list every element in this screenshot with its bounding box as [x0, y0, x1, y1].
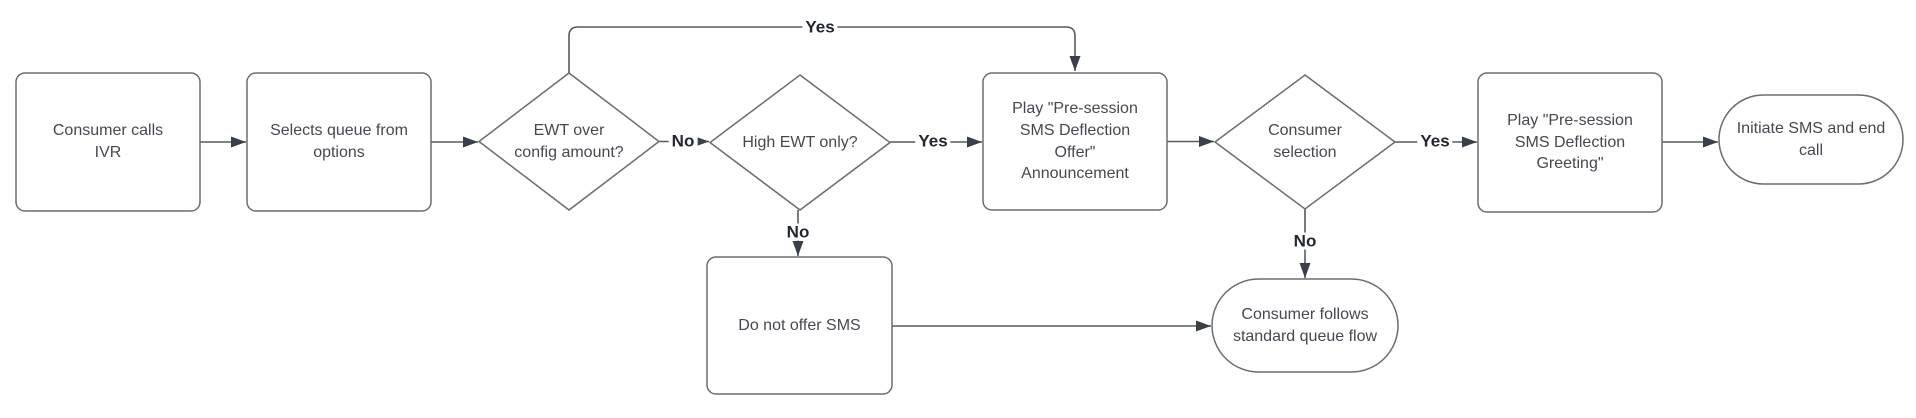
shape-play-offer-announcement [982, 72, 1168, 211]
node-initiate-sms-end-call-label: Initiate SMS and end call [1736, 119, 1886, 159]
node-play-offer-announcement: Play "Pre-session SMS Deflection Offer" … [983, 73, 1167, 210]
edge-label-high-ewt-no: No [783, 223, 813, 241]
node-initiate-sms-end-call: Initiate SMS and end call [1719, 95, 1903, 184]
shape-selects-queue [246, 72, 432, 212]
node-consumer-selection-label: Consumer selection [1268, 122, 1342, 161]
edge-label-selection-yes: Yes [1417, 132, 1453, 150]
node-selects-queue: Selects queue from options [247, 73, 431, 211]
edge-label-ewt-no: No [668, 132, 698, 150]
node-consumer-selection: Consumer selection [1215, 75, 1395, 209]
shape-do-not-offer-sms [706, 256, 893, 395]
node-high-ewt-only-label: High EWT only? [742, 133, 858, 151]
node-standard-queue-flow-label: Consumer follows standard queue flow [1232, 305, 1378, 345]
shape-standard-queue-stadium [1211, 278, 1399, 373]
shape-play-greeting [1477, 72, 1663, 213]
edge-label-high-ewt-yes: Yes [915, 132, 951, 150]
node-do-not-offer-sms: Do not offer SMS [707, 257, 892, 394]
edge-label-ewt-yes: Yes [802, 18, 838, 36]
node-selects-queue-label: Selects queue from options [270, 122, 408, 161]
node-consumer-calls-ivr: Consumer calls IVR [16, 73, 200, 211]
node-standard-queue-flow: Consumer follows standard queue flow [1212, 279, 1398, 372]
shape-high-ewt-only-diamond [708, 74, 892, 211]
node-play-offer-announcement-label: Play "Pre-session SMS Deflection Offer" … [1012, 100, 1138, 183]
shapes-layer [15, 72, 1904, 395]
node-consumer-calls-ivr-label: Consumer calls IVR [52, 122, 164, 161]
shape-consumer-calls-ivr [15, 72, 201, 212]
shape-consumer-selection-diamond [1213, 74, 1397, 210]
shape-ewt-over-config-diamond [477, 72, 661, 211]
shape-initiate-sms-stadium [1718, 94, 1904, 185]
node-ewt-over-config: EWT over config amount? [479, 73, 659, 210]
node-high-ewt-only: High EWT only? [710, 75, 890, 210]
node-do-not-offer-sms-label: Do not offer SMS [738, 316, 861, 334]
node-play-greeting: Play "Pre-session SMS Deflection Greetin… [1478, 73, 1662, 212]
node-play-greeting-label: Play "Pre-session SMS Deflection Greetin… [1507, 112, 1633, 173]
node-ewt-over-config-label: EWT over config amount? [514, 121, 624, 161]
edge-label-selection-no: No [1290, 232, 1320, 250]
